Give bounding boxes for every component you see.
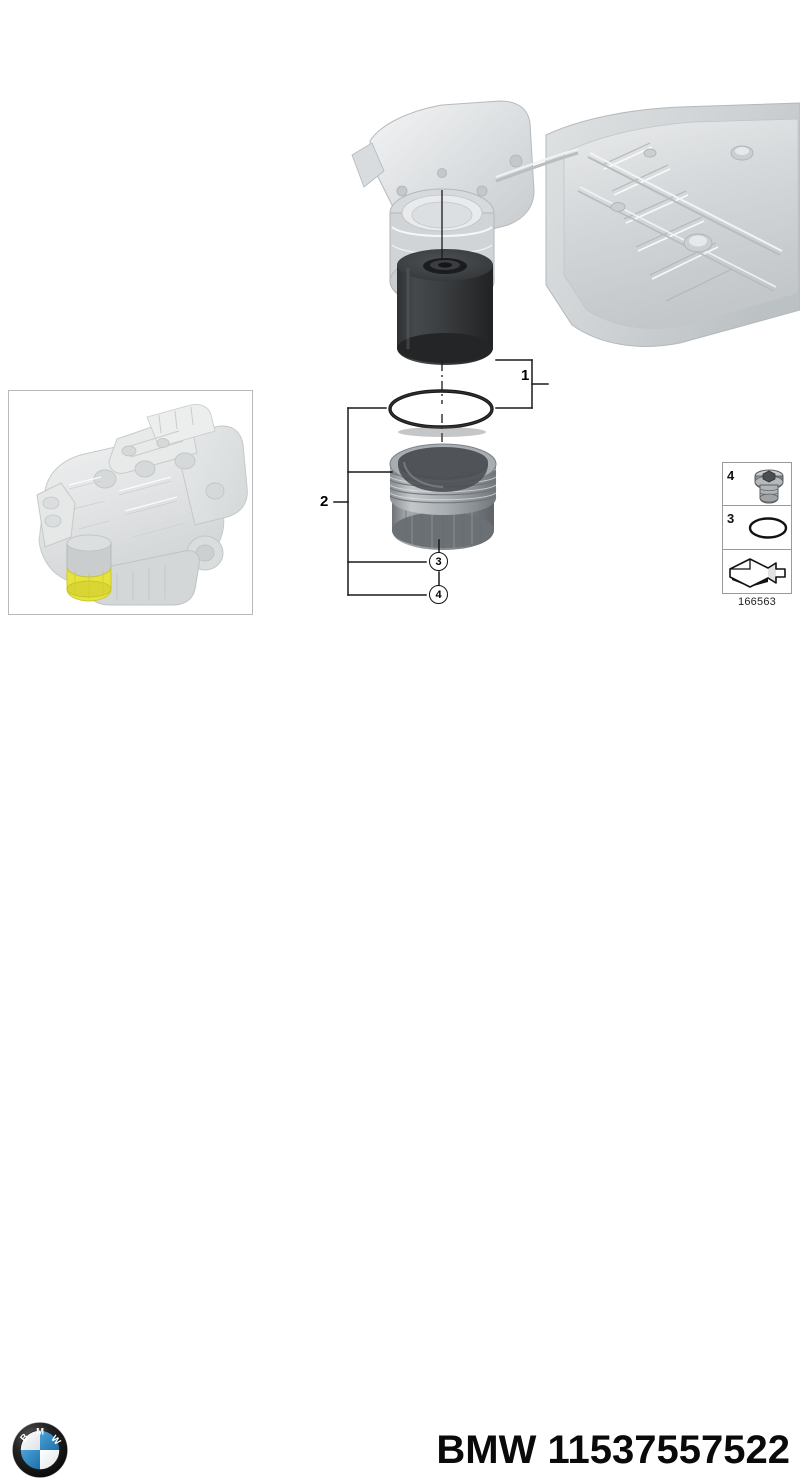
engine-overview-inset xyxy=(8,390,253,615)
legend-box: 4 xyxy=(722,462,792,594)
branding-bar: B M W BMW 11537557522 xyxy=(0,700,800,1478)
drain-plug-icon xyxy=(754,469,784,504)
assembly-axis-line-mid xyxy=(441,362,443,404)
part-number-text: BMW 11537557522 xyxy=(436,1428,790,1472)
o-ring-icon xyxy=(748,517,788,540)
arrow-symbol-icon xyxy=(729,557,786,588)
legend-number-3: 3 xyxy=(727,511,735,527)
bmw-logo-letter-m: M xyxy=(36,1426,44,1437)
engine-illustration xyxy=(36,404,248,606)
legend-row-3: 3 xyxy=(723,506,791,550)
legend-number-4: 4 xyxy=(727,468,735,483)
legend-row-arrow xyxy=(723,550,791,593)
callout-label-2: 2 xyxy=(320,493,329,510)
bmw-logo: B M W xyxy=(12,1422,68,1478)
oil-filter-housing-cap xyxy=(389,443,497,550)
assembly-axis-line-upper xyxy=(441,190,443,260)
callout-leader-lines xyxy=(333,359,549,596)
callout-label-4: 4 xyxy=(429,585,448,604)
o-ring-gasket-illustration xyxy=(388,389,494,429)
diagram-canvas: 1 2 3 4 xyxy=(0,100,800,1478)
callout-label-1: 1 xyxy=(521,367,530,384)
oil-filter-element xyxy=(397,249,493,365)
highlighted-filter-housing xyxy=(66,534,112,602)
callout-label-3: 3 xyxy=(429,552,448,571)
legend-reference-code: 166563 xyxy=(738,596,776,608)
o-ring-shadow xyxy=(398,427,486,437)
legend-row-4: 4 xyxy=(723,463,791,507)
